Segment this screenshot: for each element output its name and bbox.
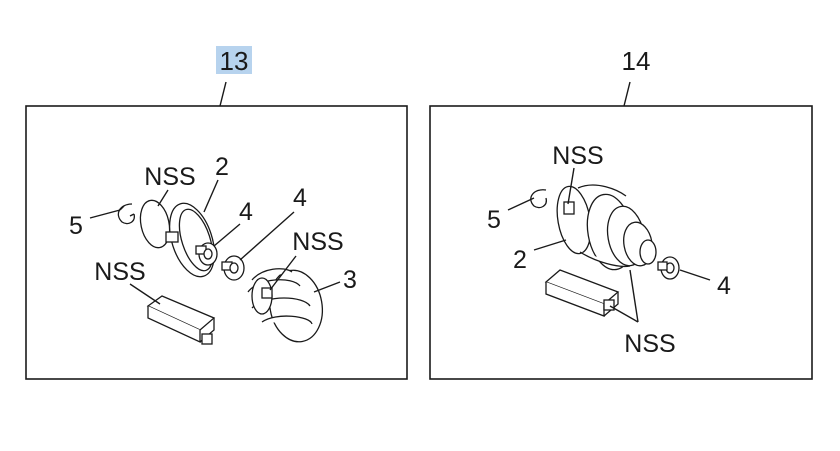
boot-part [247,268,324,343]
leader-nss-ring [157,189,169,207]
retainer-ring-part [139,199,171,249]
leader-5-snap-ring [89,209,121,219]
label-nss-tube-2: NSS [624,330,675,358]
leader-nss-tube-2a [629,269,639,323]
snap-ring-part [117,203,135,225]
label-nss-boot-2: NSS [552,142,603,170]
panel-14[interactable]: 14 NSS 5 2 [429,46,813,380]
label-nss-boot: NSS [292,228,343,256]
leader-nss-tube-2b [609,305,639,323]
label-5-snap-ring-2: 5 [487,206,501,234]
callout-13-highlight [216,46,252,74]
leader-nss-boot [269,255,297,291]
leader-nss-tube [129,283,161,305]
label-2-band-2: 2 [513,246,527,274]
leader-3-boot [313,281,341,293]
clamp-part-2 [657,256,680,280]
leader-4-large-clamp [239,211,295,261]
snap-ring-part-2 [530,189,547,209]
callout-14-leader [623,81,631,107]
boot-assembly-part [556,184,657,271]
leader-nss-boot-2 [567,167,575,205]
clamp-small-part [195,242,218,266]
callout-13-number[interactable]: 13 [220,46,249,76]
grease-tube-part [146,295,216,345]
leader-2-band [203,179,219,213]
label-nss-tube: NSS [94,258,145,286]
label-4-clamp-2: 4 [717,272,731,300]
grease-tube-part-2 [544,269,620,317]
leader-5-snap-ring-2 [507,197,535,211]
callout-13-leader [219,81,227,107]
panel-13[interactable]: 13 [25,46,408,380]
leader-4-small-clamp [213,223,241,247]
label-4-large-clamp: 4 [293,184,307,212]
label-5-snap-ring: 5 [69,212,83,240]
leader-2-band-2 [533,239,567,251]
leader-4-clamp-2 [679,269,711,281]
label-nss-ring: NSS [144,163,195,191]
callout-14-number[interactable]: 14 [622,46,651,76]
label-2-band: 2 [215,153,229,181]
clamp-large-part [221,255,245,281]
label-3-boot: 3 [343,266,357,294]
label-4-small-clamp: 4 [239,198,253,226]
panel-13-frame [25,105,408,380]
